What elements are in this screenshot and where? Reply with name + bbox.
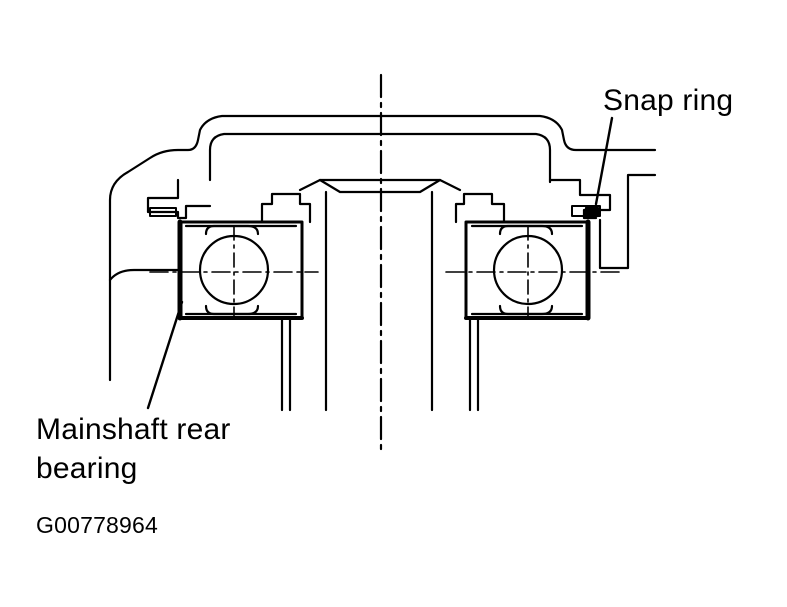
left-flange: [146, 178, 212, 220]
snap-ring-groove: [571, 205, 601, 217]
mainshaft-rear-bearing-label-line1: Mainshaft rear: [36, 413, 231, 446]
figure-code-label: G00778964: [36, 512, 159, 538]
bearing-leader: [146, 300, 184, 410]
left-bearing: [178, 192, 312, 320]
mainshaft-rear-bearing-label-line2: bearing: [36, 452, 138, 485]
snap-ring: [584, 206, 600, 218]
left-housing-step: [108, 268, 180, 282]
housing-outer-outline: [108, 114, 657, 382]
right-housing-wall: [598, 173, 657, 270]
snap-ring-leader: [594, 116, 614, 206]
snap-ring-label: Snap ring: [603, 84, 734, 117]
right-bearing: [454, 192, 590, 320]
